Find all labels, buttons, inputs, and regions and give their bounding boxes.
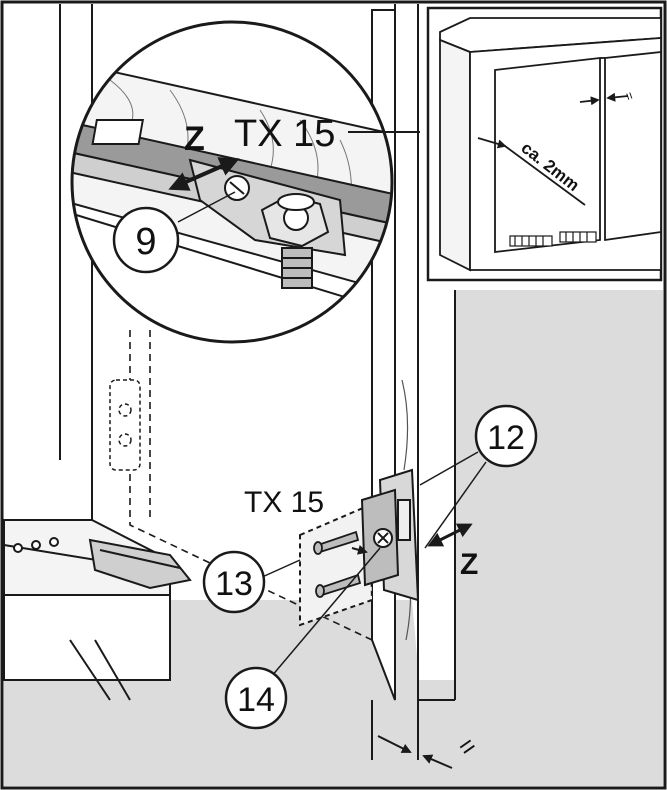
callout-14: 14 [224,666,288,730]
lower-hinge-bracket [88,538,192,590]
callout-13: 13 [202,550,266,614]
callout-12: 12 [474,404,538,468]
axis-label-mid: Z [460,548,478,581]
left-appliance-base [3,519,171,701]
inset-gap-arrows [477,92,629,206]
detail-magnifier: Z TX 15 [70,20,420,344]
screw-upper [313,530,360,555]
detail-tool-label: TX 15 [234,113,335,155]
inset-overview: ca. 2mm = [426,6,663,282]
screws [313,530,362,598]
callout-9: 9 [112,206,180,274]
z-arrow-mid [427,523,473,547]
callout-13-text: 13 [215,565,253,603]
detail-z-arrow [168,157,240,191]
door-bracket [299,468,420,627]
callout-14-text: 14 [237,681,275,719]
insert-arrows [351,544,368,555]
bottom-gap-dimension [371,700,453,769]
callout-9-text: 9 [135,221,156,263]
inset-grille [509,231,597,247]
detail-axis-label: Z [184,120,205,158]
detail-nut-bolt [260,193,330,289]
callout-leaders [259,451,487,691]
tool-label-mid: TX 15 [244,486,324,519]
left-hinge [109,379,141,471]
screw-lower [315,573,362,598]
callout-12-text: 12 [487,419,525,457]
